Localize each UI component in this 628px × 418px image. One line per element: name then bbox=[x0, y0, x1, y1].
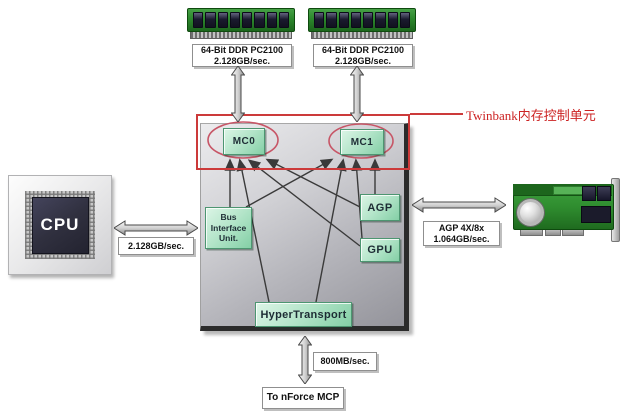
biu-line1: Bus bbox=[220, 212, 237, 223]
mcp-bandwidth-label: 800MB/sec. bbox=[313, 352, 377, 371]
cpu-pins-icon: CPU bbox=[25, 191, 95, 259]
cpu-bandwidth-label: 2.128GB/sec. bbox=[118, 237, 194, 255]
biu-line3: Unit. bbox=[219, 233, 238, 244]
card-memory-chip-icon bbox=[582, 186, 596, 201]
ram0-label-line1: 64-Bit DDR PC2100 bbox=[200, 45, 284, 55]
node-mc0: MC0 bbox=[223, 128, 265, 155]
agp-bandwidth-label: AGP 4X/8x 1.064GB/sec. bbox=[423, 221, 500, 246]
ram0-label-line2: 2.128GB/sec. bbox=[213, 55, 271, 66]
card-fan-icon bbox=[517, 199, 544, 226]
mc1-label: MC1 bbox=[350, 136, 374, 148]
ram-connector-icon bbox=[311, 32, 413, 39]
mcp-target-text: To nForce MCP bbox=[266, 391, 340, 403]
ram-board-icon bbox=[308, 8, 416, 32]
cpu-bandwidth-text: 2.128GB/sec. bbox=[127, 240, 185, 251]
card-label-chip bbox=[553, 186, 584, 195]
biu-line2: Interface bbox=[210, 222, 247, 233]
mcp-target-label: To nForce MCP bbox=[262, 387, 344, 409]
cpu-label: CPU bbox=[40, 215, 80, 234]
card-memory-chip-icon bbox=[597, 186, 611, 201]
ram-connector-icon bbox=[190, 32, 292, 39]
agp-bus-text: AGP 4X/8x bbox=[438, 223, 485, 233]
ram1-mc1-arrow bbox=[350, 66, 364, 122]
ram-module-0 bbox=[187, 8, 295, 39]
agp-bus-arrow bbox=[412, 197, 506, 213]
agp-bandwidth-text: 1.064GB/sec. bbox=[433, 233, 490, 244]
ram0-mc0-arrow bbox=[231, 66, 245, 122]
ram1-label-line2: 2.128GB/sec. bbox=[334, 55, 392, 66]
ram1-label-line1: 64-Bit DDR PC2100 bbox=[321, 45, 405, 55]
agp-label: AGP bbox=[367, 201, 393, 214]
mcp-arrow bbox=[298, 336, 312, 384]
cpu-die: CPU bbox=[31, 196, 89, 254]
ram1-label: 64-Bit DDR PC2100 2.128GB/sec. bbox=[313, 44, 413, 67]
cpu-chip: CPU bbox=[8, 175, 112, 275]
node-hypertransport: HyperTransport bbox=[255, 302, 352, 327]
ram0-label: 64-Bit DDR PC2100 2.128GB/sec. bbox=[192, 44, 292, 67]
node-mc1: MC1 bbox=[340, 129, 384, 155]
node-gpu: GPU bbox=[360, 238, 400, 262]
card-gpu-chip-icon bbox=[581, 206, 611, 223]
cpu-chipset-arrow bbox=[114, 220, 198, 236]
callout-line bbox=[410, 113, 463, 115]
ram-module-1 bbox=[308, 8, 416, 39]
node-bus-interface-unit: Bus Interface Unit. bbox=[205, 207, 252, 249]
mcp-bandwidth-text: 800MB/sec. bbox=[320, 356, 370, 367]
ram-board-icon bbox=[187, 8, 295, 32]
node-agp: AGP bbox=[360, 194, 400, 221]
twinbank-callout-label: Twinbank内存控制单元 bbox=[466, 108, 596, 123]
gpu-label: GPU bbox=[367, 244, 393, 256]
mc0-label: MC0 bbox=[232, 136, 256, 147]
hypertransport-label: HyperTransport bbox=[260, 308, 347, 321]
